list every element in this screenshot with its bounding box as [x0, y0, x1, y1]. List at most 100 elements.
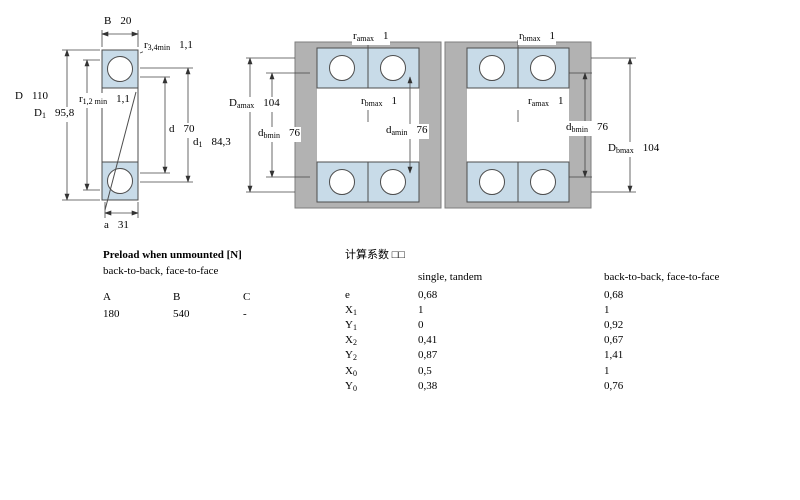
preload-value: 180 — [103, 308, 120, 320]
dim-symbol: r — [144, 39, 148, 51]
dim-value: 76 — [416, 124, 428, 136]
factor-value-single: 0,41 — [418, 334, 438, 346]
factors-row: Y1 0 0,92 — [345, 319, 785, 332]
dim-symbol: D — [34, 107, 42, 119]
dim-subscript: bmin — [263, 131, 280, 140]
dim-label-a: a 31 — [103, 219, 130, 234]
dim-symbol: d — [566, 121, 572, 133]
factors-row: X1 1 1 — [345, 304, 785, 317]
dimension-lines — [517, 40, 636, 193]
factors-row: Y0 0,38 0,76 — [345, 380, 785, 393]
dim-subscript: bmax — [522, 34, 541, 43]
dim-symbol: d — [193, 136, 199, 148]
dim-value: 31 — [117, 219, 129, 231]
dim-label-rbmax-ff: rbmax 1 — [518, 30, 556, 45]
dim-value: 1 — [549, 30, 555, 42]
preload-header: A — [103, 291, 111, 303]
factor-value-paired: 0,67 — [604, 334, 624, 346]
preload-table: Preload when unmounted [N] back-to-back,… — [103, 249, 313, 321]
dim-symbol: D — [608, 142, 616, 154]
factor-base: X — [345, 304, 353, 316]
dim-value: 1,1 — [116, 93, 130, 105]
dim-value: 110 — [31, 90, 49, 102]
factor-value-paired: 1,41 — [604, 349, 624, 361]
dim-value: 104 — [642, 142, 660, 154]
factor-subscript: 0 — [352, 384, 357, 393]
dim-subscript: bmax — [615, 146, 634, 155]
dim-symbol: r — [528, 95, 532, 107]
factors-row: e 0,68 0,68 — [345, 289, 785, 302]
factor-subscript: 0 — [352, 369, 357, 378]
factor-value-single: 1 — [418, 304, 424, 316]
dim-value: 76 — [596, 121, 608, 133]
dim-symbol: B — [104, 15, 112, 27]
preload-header-row: A B C — [103, 291, 313, 304]
factors-row: X2 0,41 0,67 — [345, 334, 785, 347]
dim-label-damin-db: damin 76 — [385, 124, 429, 139]
preload-header: B — [173, 291, 181, 303]
factor-subscript: 1 — [352, 308, 357, 317]
factors-row: Y2 0,87 1,41 — [345, 349, 785, 362]
factor-value-paired: 0,76 — [604, 380, 624, 392]
factor-symbol: X0 — [345, 365, 357, 380]
factor-symbol: Y0 — [345, 380, 357, 395]
preload-value: 540 — [173, 308, 190, 320]
dim-value: 1 — [383, 30, 389, 42]
dim-value: 70 — [183, 123, 195, 135]
factor-base: Y — [345, 349, 353, 361]
bearing-section — [517, 161, 570, 203]
dim-symbol: D — [229, 97, 237, 109]
factor-base: e — [345, 289, 350, 301]
factor-value-paired: 0,92 — [604, 319, 624, 331]
dim-value: 1 — [558, 95, 564, 107]
dim-symbol: d — [386, 124, 392, 136]
factors-title-boxes: □□ — [391, 249, 406, 261]
dim-symbol: r — [361, 95, 365, 107]
factors-col2-header: back-to-back, face-to-face — [604, 271, 720, 283]
ball — [329, 169, 355, 195]
preload-header: C — [243, 291, 251, 303]
factor-value-single: 0,38 — [418, 380, 438, 392]
factor-value-paired: 1 — [604, 304, 610, 316]
dim-label-D: D 110 — [14, 90, 50, 105]
ball-bottom — [107, 168, 133, 194]
contact-angle-line — [104, 91, 137, 211]
factors-row: X0 0,5 1 — [345, 365, 785, 378]
factor-base: X — [345, 334, 353, 346]
ball — [530, 55, 556, 81]
dim-value: 104 — [263, 97, 280, 109]
factor-subscript: 2 — [352, 338, 357, 347]
dim-symbol: D — [15, 90, 23, 102]
dim-symbol: r — [79, 93, 83, 105]
single-bearing-drawing — [62, 30, 193, 218]
dim-subscript: amin — [391, 128, 408, 137]
ball — [329, 55, 355, 81]
dim-value: 95,8 — [54, 107, 75, 119]
factors-title: 计算系数 □□ — [345, 249, 405, 262]
preload-value: - — [243, 308, 247, 320]
face-to-face-drawing — [444, 40, 636, 209]
factor-base: Y — [345, 319, 353, 331]
ball — [380, 169, 406, 195]
ball — [380, 55, 406, 81]
technical-drawings — [62, 30, 636, 218]
calculation-factors-table: 计算系数 □□ single, tandem back-to-back, fac… — [345, 249, 785, 399]
factor-base: X — [345, 365, 353, 377]
dim-subscript: 1 — [198, 140, 203, 149]
dim-symbol: d — [169, 123, 175, 135]
dim-symbol: a — [104, 219, 109, 231]
factor-value-paired: 0,68 — [604, 289, 624, 301]
dim-symbol: r — [519, 30, 523, 42]
dim-subscript: bmin — [571, 125, 588, 134]
ball-top — [107, 56, 133, 82]
dim-subscript: 3,4min — [147, 43, 171, 52]
